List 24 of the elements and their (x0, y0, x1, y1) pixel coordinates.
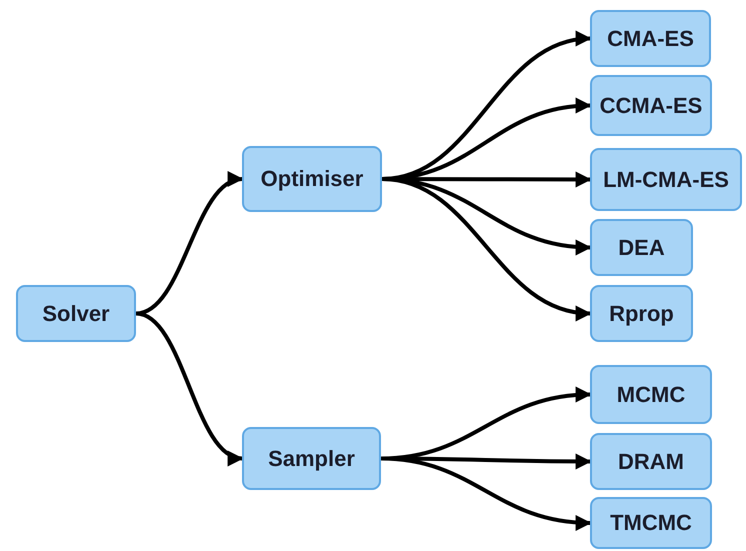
process-box (590, 433, 712, 490)
node-label: Sampler (268, 446, 355, 472)
process-box (590, 497, 712, 549)
node-label: Optimiser (260, 166, 364, 192)
node-label: DRAM (618, 448, 684, 474)
node-label: CMA-ES (607, 26, 694, 52)
node-label: DEA (618, 234, 665, 260)
process-box (242, 146, 382, 212)
arrow (380, 456, 592, 530)
process-box (590, 219, 693, 276)
process-box (590, 148, 742, 211)
node-label: Rprop (609, 300, 674, 326)
process-box (590, 75, 712, 136)
process-box (242, 427, 381, 490)
process-box (16, 285, 136, 342)
node-label: LM-CMA-ES (603, 166, 729, 192)
node-label: TMCMC (610, 510, 692, 536)
process-box (590, 285, 693, 342)
arrow (382, 177, 592, 320)
node-label: CCMA-ES (600, 92, 702, 118)
node-label: MCMC (616, 382, 686, 408)
process-box (590, 365, 712, 424)
process-box (590, 10, 711, 67)
node-label: Solver (42, 300, 110, 326)
